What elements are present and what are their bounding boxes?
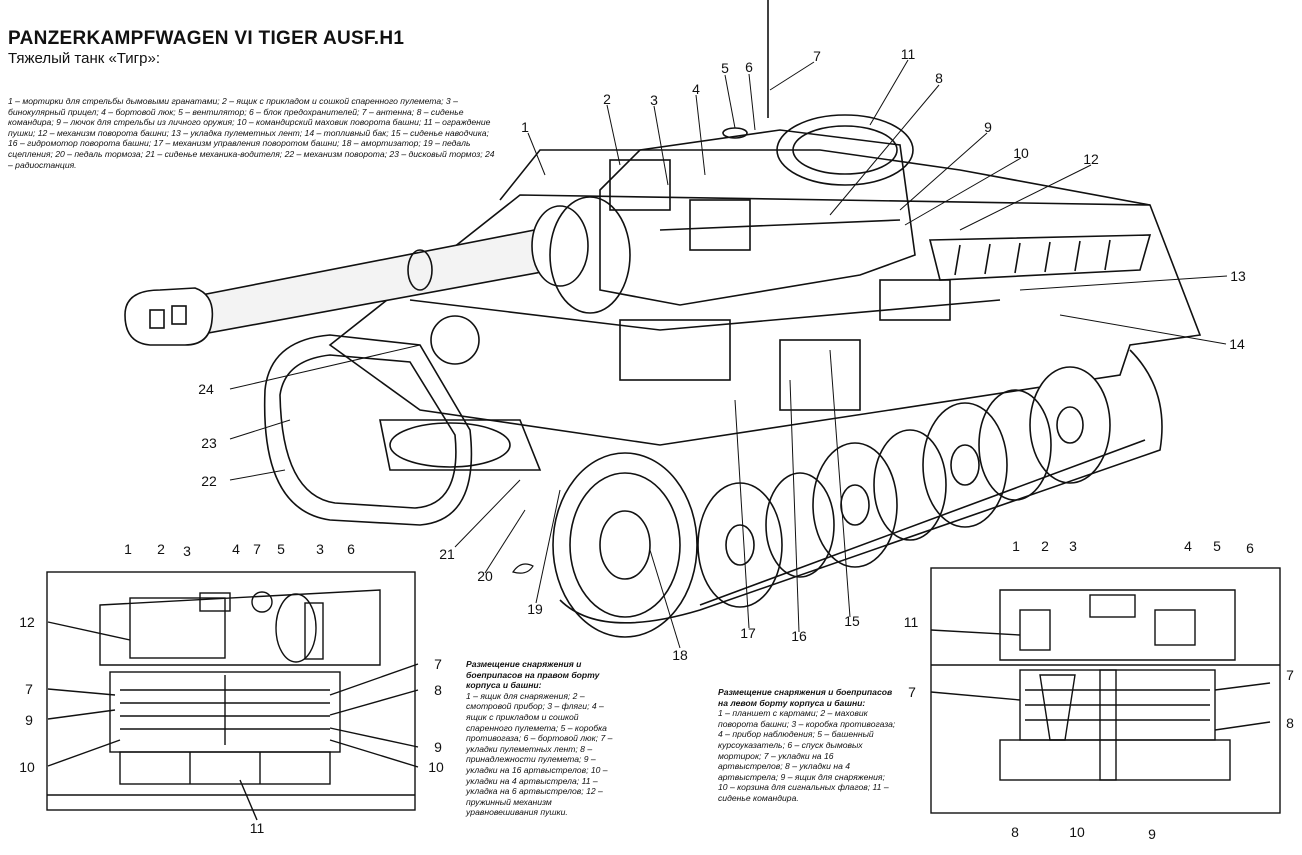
page-subtitle: Тяжелый танк «Тигр»: — [8, 50, 161, 67]
artist-logo — [512, 563, 534, 574]
left-callout-2: 2 — [1041, 538, 1049, 554]
left-callout-10: 10 — [1069, 824, 1085, 840]
right-callout-1: 1 — [124, 541, 132, 557]
road-wheel — [812, 442, 898, 568]
callout-6: 6 — [745, 59, 753, 75]
right-callout-7: 7 — [253, 541, 261, 557]
radio-station — [430, 315, 480, 365]
right-callout-5: 5 — [277, 541, 285, 557]
right-callout-6: 6 — [347, 541, 355, 557]
callout-15: 15 — [844, 613, 860, 629]
callout-16: 16 — [791, 628, 807, 644]
callout-2: 2 — [603, 91, 611, 107]
callout-4: 4 — [692, 81, 700, 97]
right-side-caption-body: 1 – ящик для снаряжения; 2 – смотровой п… — [466, 690, 613, 818]
gun-barrel — [148, 224, 582, 341]
callout-11: 11 — [900, 46, 916, 62]
left-side-layout-drawing — [930, 567, 1281, 814]
left-callout-8-bottom: 8 — [1011, 824, 1019, 840]
right-side-caption-heading: Размещение снаряжения и боеприпасов на п… — [466, 659, 600, 691]
right-callout-8: 8 — [434, 682, 442, 698]
callout-5: 5 — [721, 60, 729, 76]
callout-20: 20 — [477, 568, 493, 584]
page-title: PANZERKAMPFWAGEN VI TIGER AUSF.H1 — [8, 28, 405, 49]
right-callout-9-right: 9 — [434, 739, 442, 755]
right-callout-2: 2 — [157, 541, 165, 557]
drive-sprocket-track — [552, 452, 698, 638]
callout-23: 23 — [201, 435, 217, 451]
callout-10: 10 — [1013, 145, 1029, 161]
callout-21: 21 — [439, 546, 455, 562]
callout-19: 19 — [527, 601, 543, 617]
callout-24: 24 — [198, 381, 214, 397]
right-callout-11: 11 — [249, 820, 265, 836]
left-callout-4: 4 — [1184, 538, 1192, 554]
callout-22: 22 — [201, 473, 217, 489]
road-wheel — [1029, 366, 1111, 484]
callout-7: 7 — [813, 48, 821, 64]
left-callout-9: 9 — [1148, 826, 1156, 842]
callout-9: 9 — [984, 119, 992, 135]
hull-top — [499, 149, 1151, 206]
callout-13: 13 — [1230, 268, 1246, 284]
left-callout-1: 1 — [1012, 538, 1020, 554]
callout-12: 12 — [1083, 151, 1099, 167]
right-callout-9-left: 9 — [25, 712, 33, 728]
left-side-caption-body: 1 – планшет с картами; 2 – маховик повор… — [718, 708, 896, 803]
right-callout-7-left: 7 — [25, 681, 33, 697]
left-callout-5: 5 — [1213, 538, 1221, 554]
right-callout-12: 12 — [19, 614, 35, 630]
transmission — [379, 419, 542, 471]
left-side-caption: Размещение снаряжения и боеприпасов на л… — [718, 687, 896, 804]
right-side-caption: Размещение снаряжения и боеприпасов на п… — [466, 659, 618, 818]
left-callout-11: 11 — [903, 614, 919, 630]
right-side-layout-drawing — [46, 571, 419, 821]
left-callout-6: 6 — [1246, 540, 1254, 556]
road-wheel — [922, 402, 1008, 528]
right-callout-3: 3 — [183, 543, 191, 559]
left-callout-7-left: 7 — [908, 684, 916, 700]
muzzle-brake — [124, 287, 214, 346]
turret — [599, 129, 916, 306]
right-callout-10-right: 10 — [428, 759, 444, 775]
callout-17: 17 — [740, 625, 756, 641]
hull-outline — [328, 194, 1202, 446]
main-legend: 1 – мортирки для стрельбы дымовыми грана… — [8, 96, 495, 170]
callout-3: 3 — [650, 92, 658, 108]
right-callout-3b: 3 — [316, 541, 324, 557]
left-callout-8-right: 8 — [1286, 715, 1294, 731]
right-callout-4: 4 — [232, 541, 240, 557]
callout-1: 1 — [521, 119, 529, 135]
commander-cupola — [776, 114, 914, 186]
front-track-left — [263, 334, 473, 526]
callout-14: 14 — [1229, 336, 1245, 352]
left-side-caption-heading: Размещение снаряжения и боеприпасов на л… — [718, 687, 893, 708]
callout-8: 8 — [935, 70, 943, 86]
left-callout-7-right: 7 — [1286, 667, 1294, 683]
callout-18: 18 — [672, 647, 688, 663]
right-callout-7-right: 7 — [434, 656, 442, 672]
left-callout-3: 3 — [1069, 538, 1077, 554]
right-callout-10-left: 10 — [19, 759, 35, 775]
